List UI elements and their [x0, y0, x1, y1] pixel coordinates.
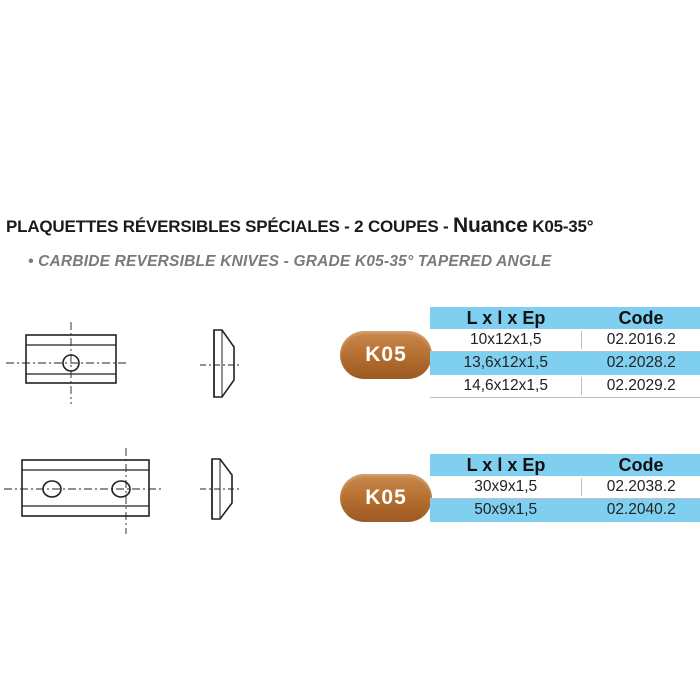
cell-code: 02.2040.2: [606, 501, 676, 518]
page-title: PLAQUETTES RÉVERSIBLES SPÉCIALES - 2 COU…: [6, 214, 594, 238]
cell-code: 02.2028.2: [606, 354, 676, 371]
cell-dimensions: 14,6x12x1,5: [430, 377, 583, 395]
cell-code: 02.2038.2: [606, 478, 676, 495]
header-code: Code: [618, 307, 664, 328]
cell-dimensions: 30x9x1,5: [430, 478, 583, 496]
knife-double-hole-side-drawing: [200, 458, 242, 520]
table-row: 14,6x12x1,5 02.2029.2: [430, 375, 700, 398]
header-dimensions: L x l x Ep: [466, 307, 546, 328]
grade-badge-k05: K05: [340, 331, 432, 379]
knife-double-hole-front-drawing: [4, 448, 162, 534]
cell-dimensions: 10x12x1,5: [430, 331, 583, 349]
table-header: L x l x Ep Code: [430, 454, 700, 476]
page-subtitle: • CARBIDE REVERSIBLE KNIVES - GRADE K05-…: [28, 253, 552, 270]
header-code: Code: [618, 454, 664, 475]
knife-single-hole-front-drawing: [6, 322, 128, 404]
grade-badge-k05: K05: [340, 474, 432, 522]
table-row: 10x12x1,5 02.2016.2: [430, 329, 700, 352]
table-row: 13,6x12x1,5 02.2028.2: [430, 352, 700, 375]
cell-code: 02.2016.2: [606, 331, 676, 348]
table-header: L x l x Ep Code: [430, 307, 700, 329]
table-row: 30x9x1,5 02.2038.2: [430, 476, 700, 499]
cell-code: 02.2029.2: [606, 377, 676, 394]
cell-dimensions: 13,6x12x1,5: [430, 354, 583, 372]
knife-table-1: L x l x Ep Code 10x12x1,5 02.2016.2 13,6…: [430, 307, 700, 398]
title-grade: K05-35°: [527, 217, 594, 236]
cell-dimensions: 50x9x1,5: [430, 501, 583, 519]
title-nuance: Nuance: [453, 214, 528, 237]
knife-table-2: L x l x Ep Code 30x9x1,5 02.2038.2 50x9x…: [430, 454, 700, 522]
knife-single-hole-side-drawing: [200, 329, 242, 398]
header-dimensions: L x l x Ep: [466, 454, 546, 475]
table-row: 50x9x1,5 02.2040.2: [430, 499, 700, 522]
title-main: PLAQUETTES RÉVERSIBLES SPÉCIALES - 2 COU…: [6, 217, 454, 236]
